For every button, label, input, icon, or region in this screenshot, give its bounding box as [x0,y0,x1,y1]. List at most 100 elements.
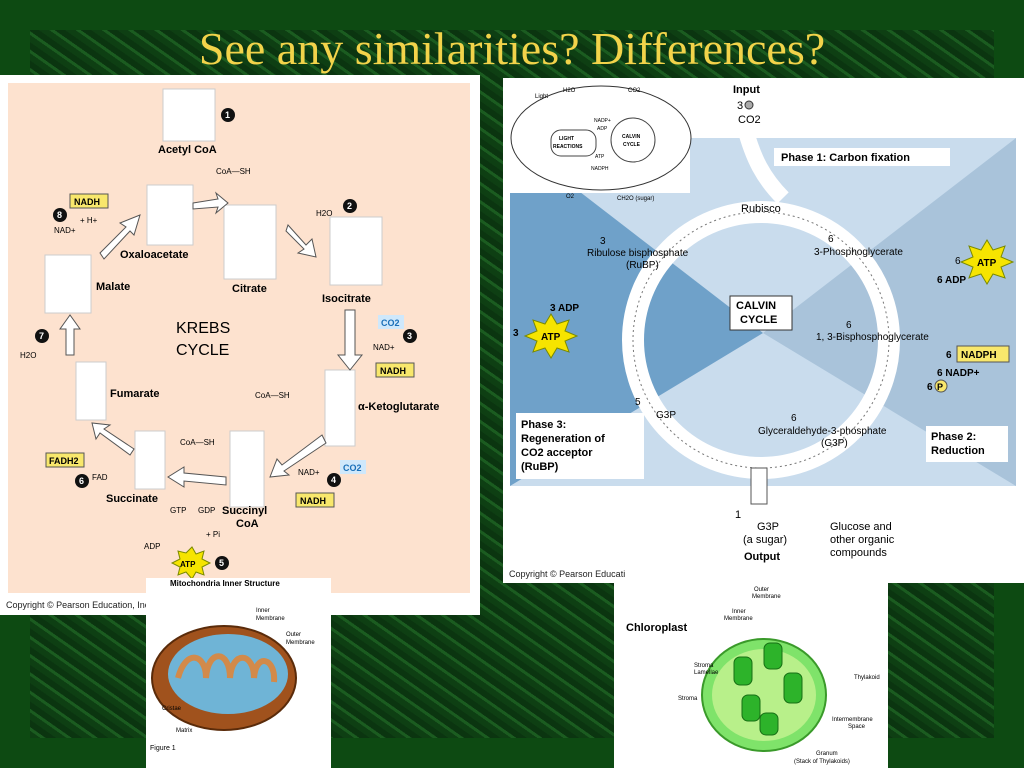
regen-count: 5 [635,397,641,408]
mito-outer-label: Outer [286,632,301,638]
phase3-line-1: Phase 3: [521,419,566,431]
fadh2-label: FADH2 [49,456,79,466]
gdp-label: GDP [198,506,215,515]
svg-text:4: 4 [331,475,336,485]
chloro-stroma-label: Stroma [678,696,698,702]
chloro-inner-membrane-label: Membrane [724,616,753,622]
succinate-structure [134,430,166,490]
fad-label: FAD [92,473,108,482]
phase2-line-1: Phase 2: [931,431,976,443]
chloro-inner-label: Inner [732,609,746,615]
output-g3p: G3P [757,521,779,533]
krebs-cycle-panel: Acetyl CoA Oxaloacetate Citrate Isocitra… [0,75,480,615]
alpha-kg-label: α-Ketoglutarate [358,401,439,413]
isocitrate-label: Isocitrate [322,293,371,305]
chloro-outer-membrane-label: Membrane [752,594,781,600]
coash-label-1: CoA—SH [216,167,251,176]
inset-light-reactions-1: LIGHT [559,136,574,142]
pga-name: 3-Phosphoglycerate [814,247,903,258]
co2-label-2: CO2 [343,463,362,473]
mitochondria-panel: Mitochondria Inner Structure Inner Membr… [146,578,331,768]
output-count: 1 [735,509,741,521]
chloro-thylakoid-label: Thylakoid [854,675,880,681]
malate-label: Malate [96,281,130,293]
glucose-line-2: other organic [830,534,895,546]
coa-label: CoA [236,518,259,530]
chloro-intermembrane-1: Intermembrane [832,717,873,723]
pga-count: 6 [828,234,834,245]
svg-text:8: 8 [57,210,62,220]
cycle-arrows [59,191,364,488]
inset-calvin-1: CALVIN [622,134,641,140]
krebs-atp-burst [170,546,212,580]
succinate-label: Succinate [106,493,158,505]
chloro-stroma-lamellae-2: Lamellae [694,670,719,676]
input-label: Input [733,84,760,96]
malate-structure [44,254,92,314]
output-sugar: (a sugar) [743,534,787,546]
coash-label-2: CoA—SH [255,391,290,400]
succinyl-label: Succinyl [222,505,267,517]
calvin-cycle-diagram: Light H2O CO2 LIGHT REACTIONS CALVIN CYC… [510,84,1016,563]
calvin-atp-burst-1 [959,239,1015,285]
inset-ch2o-label: CH2O (sugar) [617,196,654,202]
svg-text:2: 2 [347,201,352,211]
chloro-intermembrane-2: Space [848,724,866,730]
h2o-label-2: H2O [20,351,36,360]
g3p-count: 6 [791,413,797,424]
chloroplast-illustration: Chloroplast Outer Membrane Inner Membran… [626,587,880,765]
calvin-center-2: CYCLE [740,314,777,326]
svg-text:3: 3 [407,331,412,341]
nad-label-1: NAD+ [54,226,76,235]
inset-co2-label: CO2 [628,88,641,94]
inset-calvin-2: CYCLE [623,142,641,148]
chloro-stroma-lamellae-1: Stroma [694,663,714,669]
inset-light-reactions-2: REACTIONS [553,144,583,150]
input-count: 3 [737,100,743,112]
pi-label: P [937,382,943,392]
svg-text:6: 6 [79,476,84,486]
acetyl-coa-label: Acetyl CoA [158,144,217,156]
nadh-label-1: NADH [74,197,100,207]
fumarate-structure [75,361,107,421]
adp-label: ADP [144,542,160,551]
phase1-label: Phase 1: Carbon fixation [781,152,910,164]
nadp-label: 6 NADP+ [937,368,980,379]
nadh-label-2: NADH [380,366,406,376]
atp-label-1: ATP [977,258,997,269]
krebs-title-2: CYCLE [176,342,229,359]
calvin-copyright: Copyright © Pearson Educati [509,569,626,579]
krebs-cycle-diagram: Acetyl CoA Oxaloacetate Citrate Isocitra… [20,88,439,580]
nadh-label-3: NADH [300,496,326,506]
g3p-name: Glyceraldehyde-3-phosphate [758,426,887,437]
pi-count: 6 [927,382,933,393]
oxaloacetate-label: Oxaloacetate [120,249,188,261]
acetyl-coa-structure [162,88,216,142]
input-co2: CO2 [738,114,761,126]
atp-count-1: 6 [955,256,961,267]
mito-figure-label: Figure 1 [150,745,176,752]
krebs-atp-label: ATP [180,560,196,569]
bpg-count: 6 [846,320,852,331]
mito-title: Mitochondria Inner Structure [170,579,280,588]
calvin-center-1: CALVIN [736,300,776,312]
svg-text:7: 7 [39,331,44,341]
slide-title: See any similarities? Differences? [198,23,826,74]
chloroplast-panel: Chloroplast Outer Membrane Inner Membran… [614,583,888,768]
citrate-label: Citrate [232,283,267,295]
mito-outer-membrane-label: Membrane [286,640,315,646]
atp-label-3: ATP [541,332,561,343]
oxaloacetate-structure [146,184,194,246]
inset-atp-label: ATP [595,154,605,160]
rubisco-label: Rubisco [741,203,781,215]
inset-nadp-label: NADP+ [594,118,611,124]
output-label: Output [744,551,780,563]
co2-label-1: CO2 [381,318,400,328]
krebs-title-1: KREBS [176,320,230,337]
phase3-line-4: (RuBP) [521,461,559,473]
chloro-granum-2: (Stack of Thylakoids) [794,759,850,765]
rubp-count: 3 [600,236,606,247]
svg-text:1: 1 [225,110,230,120]
nad-label-3: NAD+ [298,468,320,477]
bpg-name: 1, 3-Bisphosphoglycerate [816,332,929,343]
